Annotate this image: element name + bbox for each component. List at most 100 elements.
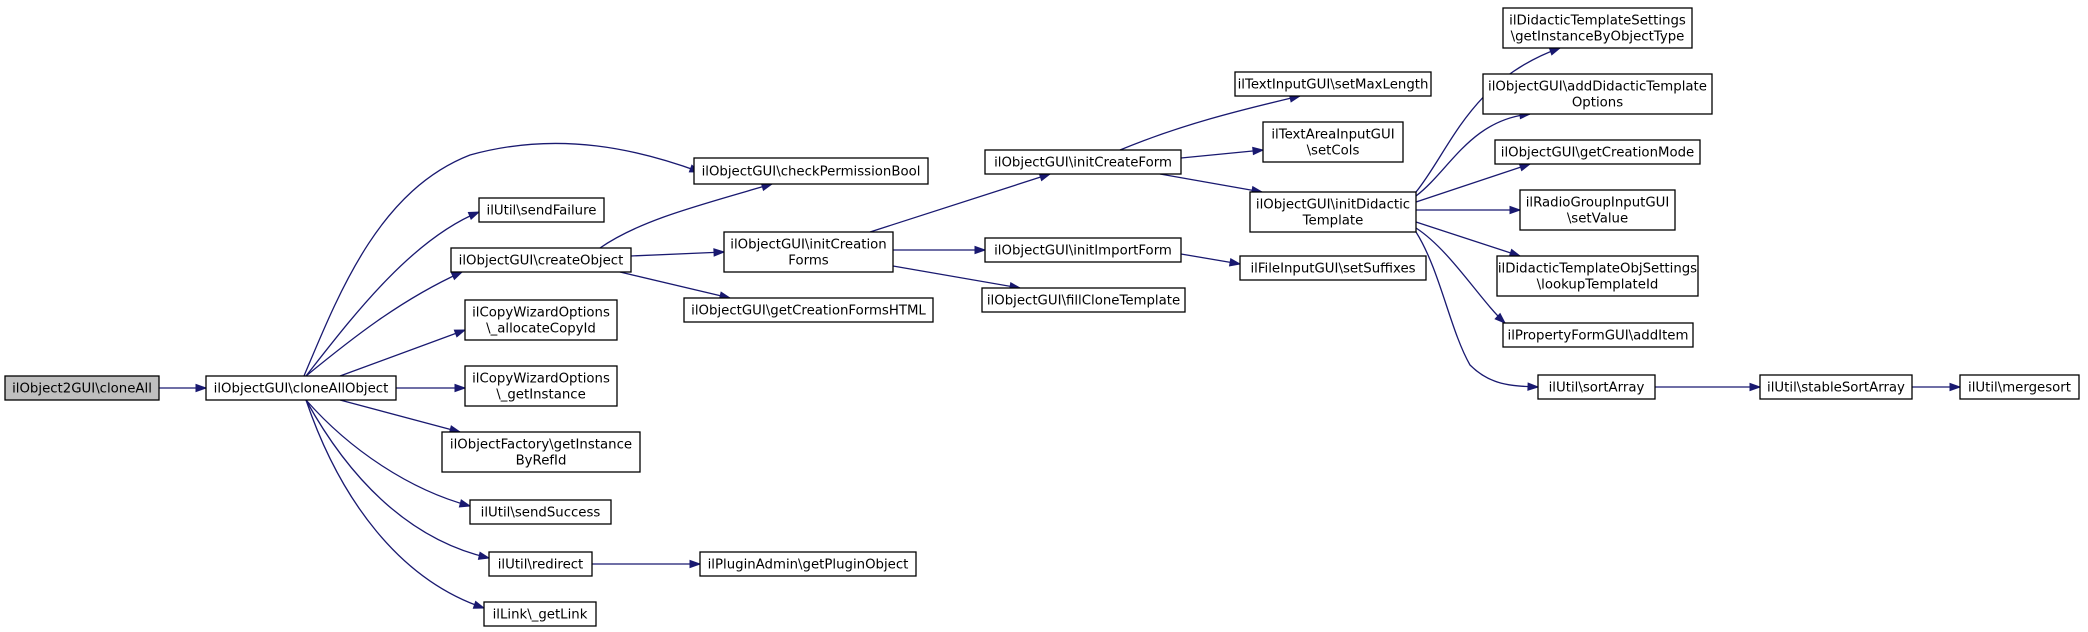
node-stableSortArray[interactable]: ilUtil\stableSortArray <box>1759 374 1913 400</box>
arrowhead-icon <box>195 383 208 393</box>
edge-line <box>1180 149 1264 159</box>
node-label: \setValue <box>1567 212 1628 227</box>
node-getCreationMode[interactable]: ilObjectGUI\getCreationMode <box>1494 139 1701 165</box>
node-box[interactable] <box>1262 121 1404 163</box>
node-label: ilCopyWizardOptions <box>472 372 610 387</box>
node-box[interactable] <box>1959 374 2080 400</box>
node-getLink[interactable]: ilLink\_getLink <box>483 601 597 627</box>
node-redirect[interactable]: ilUtil\redirect <box>488 551 593 577</box>
edge-line <box>1415 163 1531 203</box>
arrowhead-icon <box>1494 312 1507 324</box>
node-box[interactable] <box>483 601 597 627</box>
node-box[interactable] <box>1249 191 1417 233</box>
node-box[interactable] <box>1494 139 1701 165</box>
node-box[interactable] <box>1519 189 1676 231</box>
node-setCols[interactable]: ilTextAreaInputGUI\setCols <box>1262 121 1404 163</box>
node-setSuffixes[interactable]: ilFileInputGUI\setSuffixes <box>1239 255 1427 281</box>
node-label: ilCopyWizardOptions <box>472 306 610 321</box>
node-box[interactable] <box>1239 255 1427 281</box>
node-box[interactable] <box>723 231 894 273</box>
node-getCreationFormsHTML[interactable]: ilObjectGUI\getCreationFormsHTML <box>683 297 934 323</box>
node-initImportForm[interactable]: ilObjectGUI\initImportForm <box>984 237 1182 263</box>
arrowhead-icon <box>454 383 467 393</box>
node-label: ilLink\_getLink <box>493 608 588 623</box>
edge-line <box>892 265 1021 289</box>
node-box[interactable] <box>205 375 397 401</box>
node-fillCloneTemplate[interactable]: ilObjectGUI\fillCloneTemplate <box>981 287 1186 313</box>
edge-cloneAllObject-to-sendFailure <box>305 211 481 377</box>
node-label: \setCols <box>1307 144 1360 159</box>
node-checkPermissionBool[interactable]: ilObjectGUI\checkPermissionBool <box>693 157 929 185</box>
node-lookupTemplateId[interactable]: ilDidacticTemplateObjSettings\lookupTemp… <box>1496 255 1699 297</box>
arrowhead-icon <box>1548 47 1562 56</box>
node-box[interactable] <box>683 297 934 323</box>
node-box[interactable] <box>1496 255 1699 297</box>
node-box[interactable] <box>1502 322 1694 348</box>
edge-cloneAllObject-to-getLink <box>305 399 486 609</box>
node-box[interactable] <box>1537 374 1656 400</box>
node-cloneAllObject[interactable]: ilObjectGUI\cloneAllObject <box>205 375 397 401</box>
node-box[interactable] <box>1759 374 1913 400</box>
node-label: ilUtil\mergesort <box>1968 381 2071 396</box>
node-label: ilPropertyFormGUI\addItem <box>1508 329 1689 344</box>
node-root[interactable]: ilObject2GUI\cloneAll <box>4 375 160 401</box>
node-label: ilObjectGUI\addDidacticTemplate <box>1488 80 1707 95</box>
edge-line <box>339 329 466 377</box>
node-box[interactable] <box>699 551 917 577</box>
node-sortArray[interactable]: ilUtil\sortArray <box>1537 374 1656 400</box>
node-getPluginObject[interactable]: ilPluginAdmin\getPluginObject <box>699 551 917 577</box>
node-label: ilUtil\sortArray <box>1549 381 1645 396</box>
arrowhead-icon <box>450 271 464 281</box>
call-edges <box>159 47 1962 609</box>
node-box[interactable] <box>450 247 632 273</box>
node-addItem[interactable]: ilPropertyFormGUI\addItem <box>1502 322 1694 348</box>
node-sendSuccess[interactable]: ilUtil\sendSuccess <box>469 499 612 525</box>
edge-sortArray-to-stableSortArray <box>1655 382 1762 392</box>
node-getInstanceByObjectType[interactable]: ilDidacticTemplateSettings\getInstanceBy… <box>1502 7 1693 49</box>
node-mergesort[interactable]: ilUtil\mergesort <box>1959 374 2080 400</box>
arrowhead-icon <box>1749 382 1762 392</box>
node-box[interactable] <box>469 499 612 525</box>
edge-line <box>305 399 490 559</box>
node-setValue[interactable]: ilRadioGroupInputGUI\setValue <box>1519 189 1676 231</box>
node-label: Options <box>1572 96 1623 111</box>
edge-line <box>869 173 1051 233</box>
node-box[interactable] <box>984 237 1182 263</box>
node-label: \_allocateCopyId <box>486 322 596 337</box>
node-box[interactable] <box>464 365 618 407</box>
node-initCreateForm[interactable]: ilObjectGUI\initCreateForm <box>984 149 1182 175</box>
node-box[interactable] <box>4 375 160 401</box>
node-label: \lookupTemplateId <box>1537 278 1659 293</box>
node-box[interactable] <box>1234 71 1432 97</box>
node-label: \getInstanceByObjectType <box>1511 30 1685 45</box>
node-allocateCopyId[interactable]: ilCopyWizardOptions\_allocateCopyId <box>464 299 618 341</box>
edge-line <box>1415 113 1531 197</box>
node-label: ilObjectGUI\initImportForm <box>994 244 1172 259</box>
node-sendFailure[interactable]: ilUtil\sendFailure <box>478 197 605 223</box>
node-label: \_getInstance <box>496 388 586 403</box>
edge-cloneAllObject-to-allocateCopyId <box>339 329 467 377</box>
edge-line <box>305 271 463 377</box>
node-getInstanceCWO[interactable]: ilCopyWizardOptions\_getInstance <box>464 365 618 407</box>
node-box[interactable] <box>981 287 1186 313</box>
edge-cloneAllObject-to-getInstanceByRefId <box>339 399 462 434</box>
node-createObject[interactable]: ilObjectGUI\createObject <box>450 247 632 273</box>
edge-cloneAllObject-to-redirect <box>305 399 491 560</box>
node-box[interactable] <box>984 149 1182 175</box>
node-box[interactable] <box>1502 7 1693 49</box>
node-label: ilObjectGUI\fillCloneTemplate <box>987 294 1180 309</box>
node-box[interactable] <box>1482 73 1713 115</box>
node-box[interactable] <box>464 299 618 341</box>
arrowhead-icon <box>1508 248 1522 257</box>
arrowhead-icon <box>689 559 702 569</box>
node-box[interactable] <box>441 431 641 473</box>
edge-line <box>305 399 471 507</box>
node-box[interactable] <box>693 157 929 185</box>
node-box[interactable] <box>488 551 593 577</box>
node-setMaxLength[interactable]: ilTextInputGUI\setMaxLength <box>1234 71 1432 97</box>
node-box[interactable] <box>478 197 605 223</box>
